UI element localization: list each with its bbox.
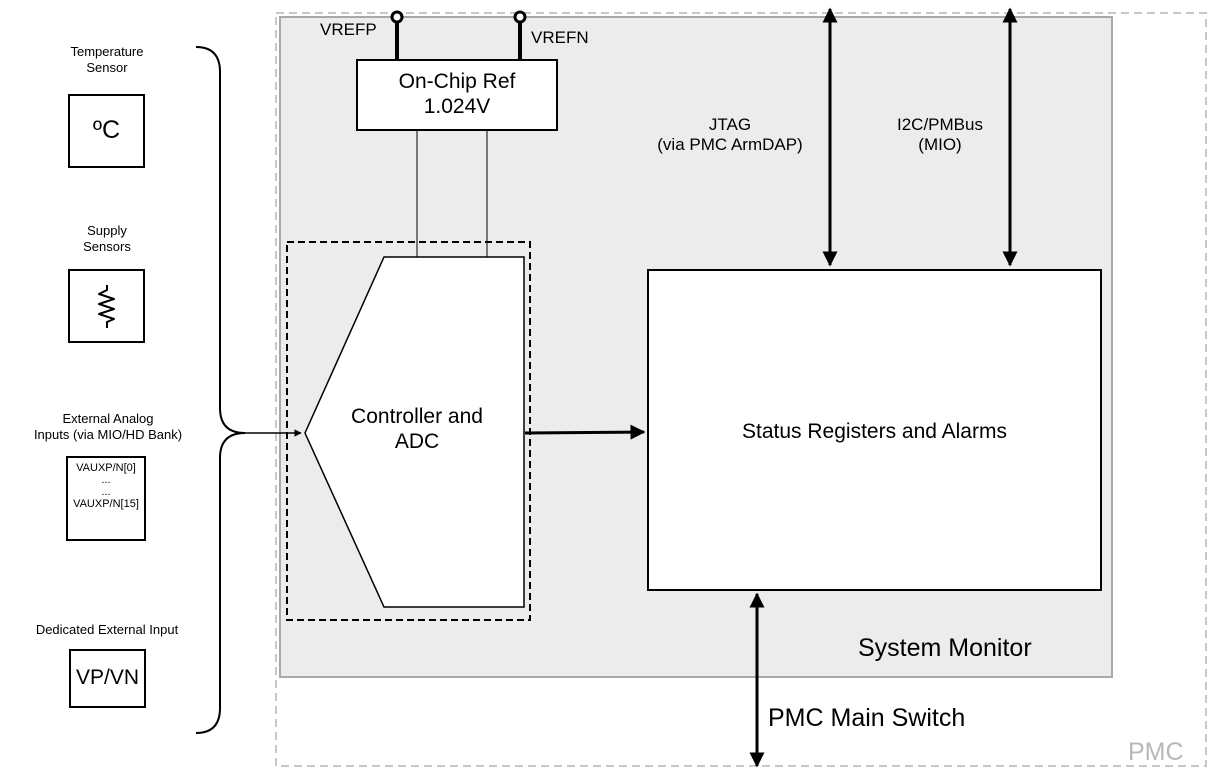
main-switch-label: PMC Main Switch (768, 704, 966, 732)
supply-sensor-title: Supply Sensors (83, 223, 131, 254)
resistor-icon (98, 285, 115, 328)
vrefp-pin (390, 10, 404, 60)
vrefn-pin (513, 10, 527, 60)
pmc-boundary (275, 12, 1207, 767)
input-bracket-upper (195, 46, 246, 434)
external-analog-box (66, 456, 146, 541)
temperature-symbol: ºC (92, 116, 121, 144)
vrefp-label: VREFP (320, 20, 377, 39)
channel-last: VAUXP/N[15] (73, 498, 139, 510)
channel-ellipsis: ... (101, 486, 111, 498)
on-chip-ref-box (356, 59, 558, 131)
adc-dashed-boundary (286, 241, 531, 621)
jtag-label: JTAG (via PMC ArmDAP) (657, 115, 803, 155)
temperature-sensor-title: Temperature Sensor (70, 44, 144, 75)
on-chip-ref-label: On-Chip Ref 1.024V (398, 70, 516, 119)
dedicated-input-symbol: VP/VN (75, 666, 140, 689)
channel-first: VAUXP/N[0] (76, 462, 136, 474)
adc-to-registers-arrow (524, 424, 646, 440)
dedicated-input-title: Dedicated External Input (35, 622, 179, 637)
temperature-sensor-box (68, 94, 145, 168)
vrefn-label: VREFN (531, 28, 589, 47)
pmc-label: PMC (1128, 738, 1184, 766)
external-analog-channels: VAUXP/N[0] ... ... VAUXP/N[15] (67, 462, 145, 510)
status-registers-box (647, 269, 1102, 591)
input-bracket-lower (195, 432, 246, 734)
dedicated-input-box (69, 649, 146, 708)
controller-adc-label: Controller and ADC (351, 405, 483, 454)
controller-adc-shape (304, 256, 525, 608)
channel-ellipsis: ... (101, 474, 111, 486)
status-registers-label: Status Registers and Alarms (742, 420, 1007, 443)
i2c-label: I2C/PMBus (MIO) (897, 115, 983, 155)
system-monitor-label: System Monitor (858, 634, 1032, 662)
external-analog-title: External Analog Inputs (via MIO/HD Bank) (33, 411, 183, 442)
